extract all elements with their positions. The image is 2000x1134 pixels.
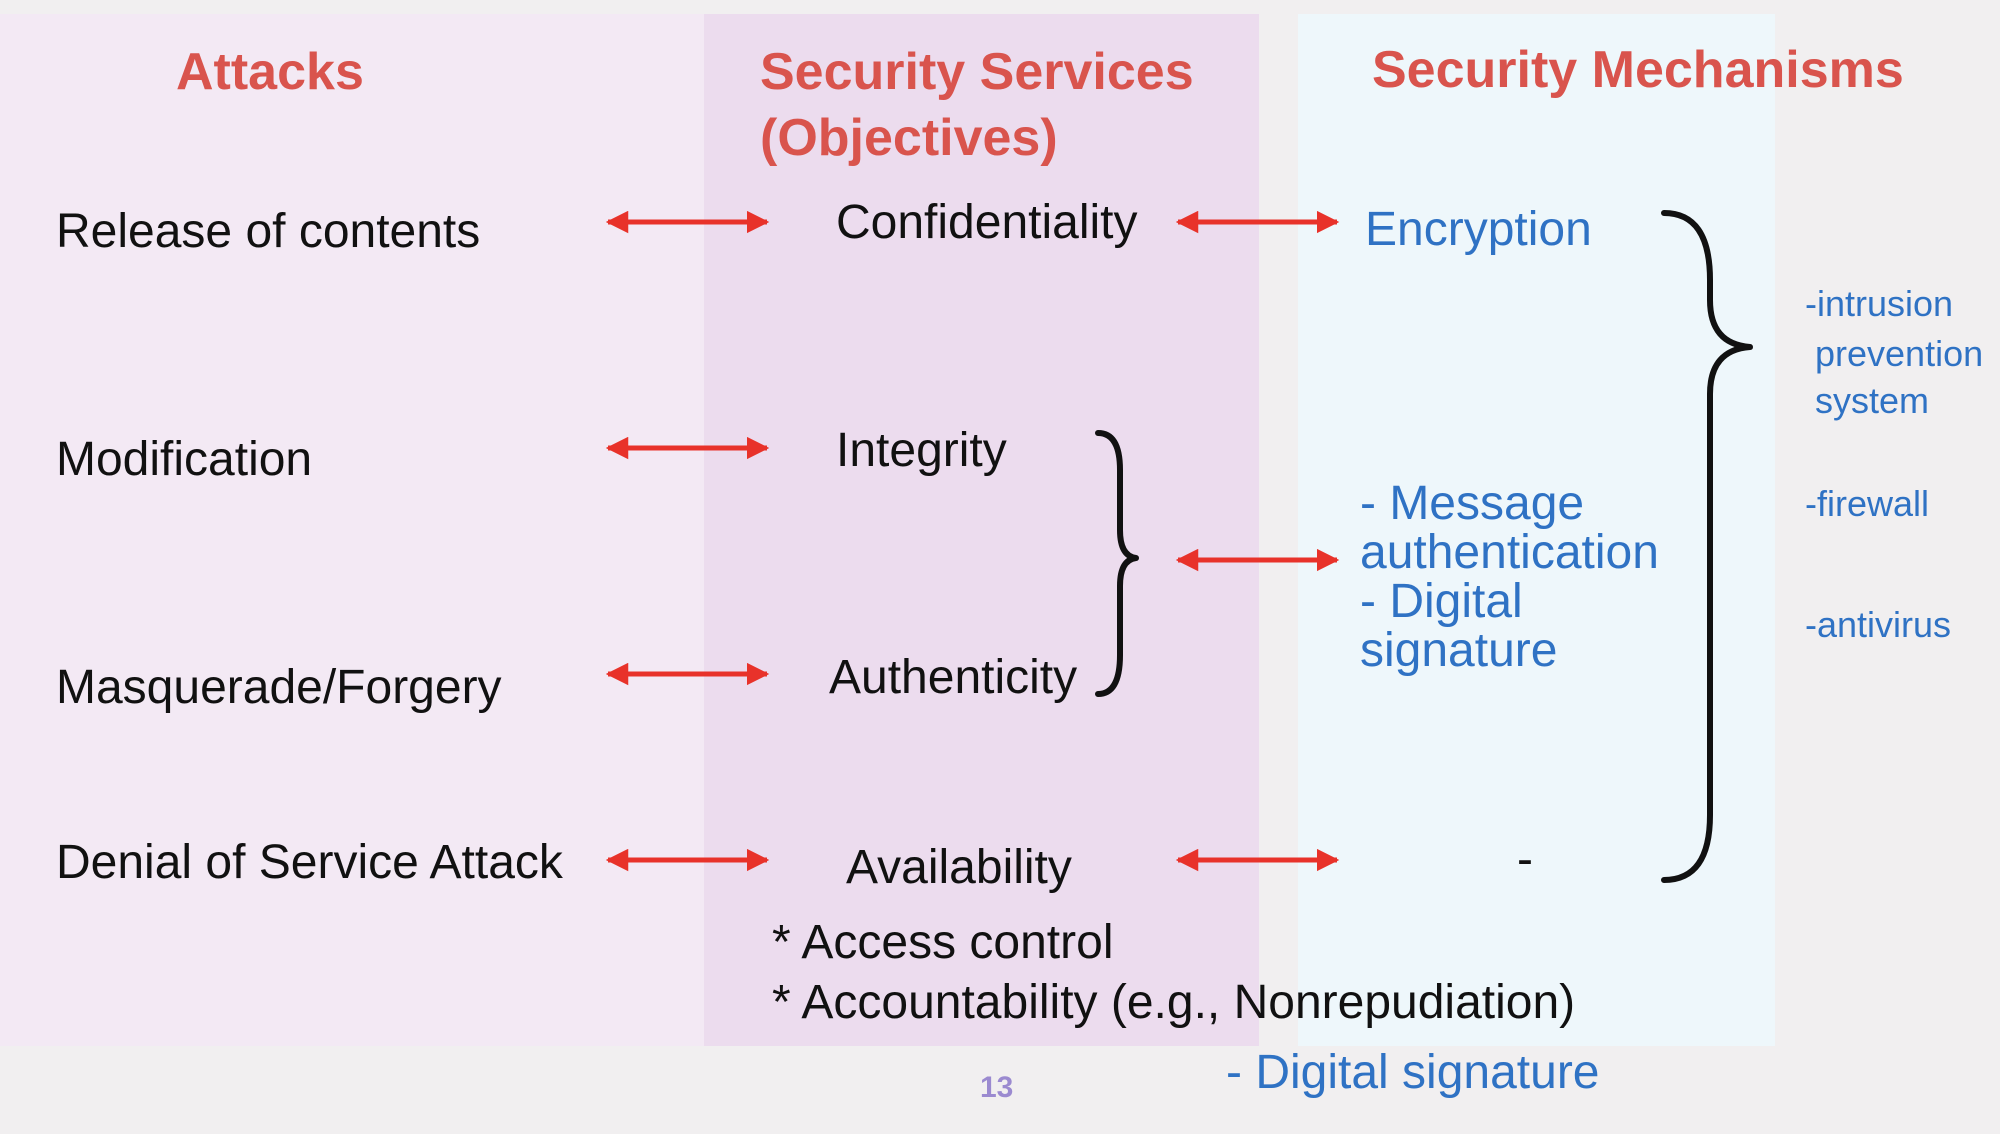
service-integrity: Integrity: [836, 424, 1007, 477]
attack-denial-of-service: Denial of Service Attack: [56, 836, 563, 889]
brace-mechanisms: [1661, 210, 1753, 883]
attack-masquerade-forgery: Masquerade/Forgery: [56, 661, 502, 714]
mechanism-availability-none: -: [1517, 833, 1533, 886]
tool-intrusion-line1: -intrusion: [1805, 283, 1954, 324]
service-confidentiality: Confidentiality: [836, 196, 1138, 249]
mechanisms-header: Security Mechanisms: [1372, 41, 1904, 99]
services-column-panel: [704, 14, 1259, 1046]
tool-intrusion-line2: prevention: [1815, 333, 1984, 374]
page-number: 13: [980, 1071, 1014, 1104]
mechanisms-column-panel: [1298, 14, 1775, 1046]
extra-service-access-control: * Access control: [772, 916, 1114, 969]
attack-release-of-contents: Release of contents: [56, 205, 481, 258]
extra-mechanism-digital-signature: - Digital signature: [1226, 1046, 1600, 1099]
tool-intrusion-line3: system: [1815, 380, 1930, 421]
mechanism-message-auth-line1: - Message: [1360, 477, 1585, 530]
tool-firewall: -firewall: [1805, 483, 1930, 524]
service-authenticity: Authenticity: [829, 651, 1078, 704]
mechanism-digital-signature-line2: signature: [1360, 624, 1558, 677]
tool-antivirus: -antivirus: [1805, 604, 1952, 645]
mechanism-encryption: Encryption: [1365, 203, 1592, 256]
services-header: Security Services: [760, 43, 1194, 101]
extra-service-accountability: * Accountability (e.g., Nonrepudiation): [772, 976, 1576, 1029]
service-availability: Availability: [846, 841, 1072, 894]
services-header-subtitle: (Objectives): [760, 109, 1058, 167]
attack-modification: Modification: [56, 433, 313, 486]
brace-integrity-authenticity: [1095, 430, 1139, 697]
attacks-header: Attacks: [176, 43, 364, 101]
mechanism-digital-signature-line1: - Digital: [1360, 575, 1523, 628]
mechanism-message-auth-line2: authentication: [1360, 526, 1659, 579]
attacks-column-panel: [0, 14, 704, 1046]
